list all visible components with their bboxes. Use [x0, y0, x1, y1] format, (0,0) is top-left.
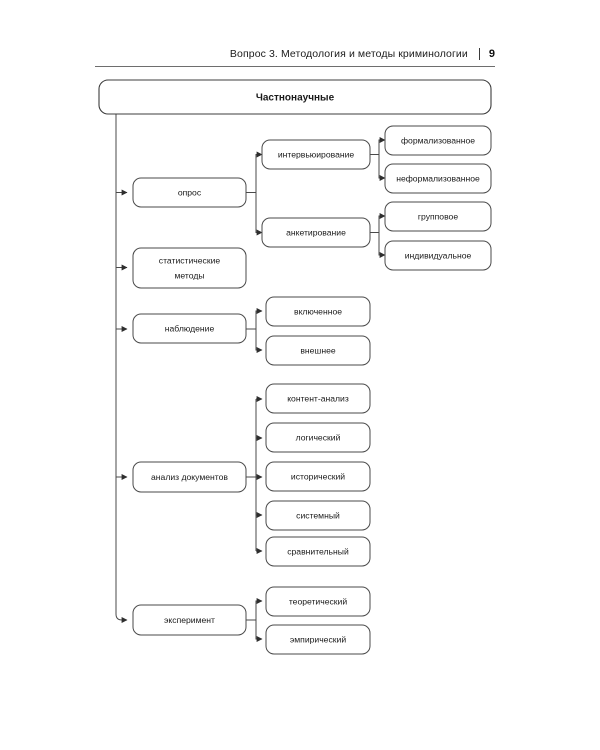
- node-gruppovoe[interactable]: групповое: [384, 201, 492, 232]
- node-individualnoe-label: индивидуальное: [405, 250, 472, 260]
- node-empiricheskiy-box[interactable]: [265, 624, 371, 655]
- node-root-label: Частнонаучные: [256, 93, 335, 104]
- node-analiz-dokumentov[interactable]: анализ документов: [132, 461, 247, 493]
- node-gruppovoe-label: групповое: [418, 211, 458, 221]
- node-teoreticheskiy[interactable]: теоретический: [265, 586, 371, 617]
- connector-interv-to-formal: [378, 137, 386, 155]
- connector-nabl-to-vkl: [255, 308, 263, 329]
- node-logicheskiy-box[interactable]: [265, 422, 371, 453]
- node-anketirovanie-label: анкетирование: [286, 227, 346, 237]
- node-eksperiment-box[interactable]: [132, 604, 247, 636]
- node-eksperiment-label: эксперимент: [164, 615, 215, 625]
- node-kontent-analiz-box[interactable]: [265, 383, 371, 414]
- node-neformalizovannoe[interactable]: неформализованное: [384, 163, 492, 194]
- node-neformalizovannoe-label: неформализованное: [396, 173, 480, 183]
- node-sistemnyy-box[interactable]: [265, 500, 371, 531]
- node-intervyuirovanie-box[interactable]: [261, 139, 371, 170]
- node-vklyuchennoe[interactable]: включенное: [265, 296, 371, 327]
- node-sravnitelnyy-label: сравнительный: [287, 546, 349, 556]
- node-statisticheskie-metody-label-line2: методы: [174, 270, 204, 280]
- node-eksperiment[interactable]: эксперимент: [132, 604, 247, 636]
- node-nablyudenie-box[interactable]: [132, 313, 247, 344]
- connector-opros-to-interv: [255, 151, 263, 193]
- node-root-box[interactable]: [98, 79, 492, 115]
- running-head-separator: [478, 48, 480, 60]
- connector-anket-to-indiv: [378, 232, 386, 258]
- connector-nabl-to-vnesh: [255, 329, 263, 353]
- node-vklyuchennoe-label: включенное: [294, 306, 342, 316]
- header-rule: [95, 66, 495, 67]
- node-sistemnyy-label: системный: [296, 510, 340, 520]
- running-head: Вопрос 3. Методология и методы криминоло…: [95, 44, 495, 64]
- node-intervyuirovanie-label: интервьюирование: [278, 149, 355, 159]
- node-kontent-analiz[interactable]: контент-анализ: [265, 383, 371, 414]
- node-istoricheskiy-box[interactable]: [265, 461, 371, 492]
- node-empiricheskiy[interactable]: эмпирический: [265, 624, 371, 655]
- node-vneshnee-box[interactable]: [265, 335, 371, 366]
- connector-opros-to-anket: [255, 192, 263, 236]
- connector-eksper-to-empir: [255, 620, 263, 642]
- node-analiz-dokumentov-label: анализ документов: [151, 472, 228, 482]
- node-vklyuchennoe-box[interactable]: [265, 296, 371, 327]
- node-intervyuirovanie[interactable]: интервьюирование: [261, 139, 371, 170]
- node-istoricheskiy[interactable]: исторический: [265, 461, 371, 492]
- node-opros-box[interactable]: [132, 177, 247, 208]
- node-analiz-dokumentov-box[interactable]: [132, 461, 247, 493]
- node-teoreticheskiy-box[interactable]: [265, 586, 371, 617]
- node-sravnitelnyy[interactable]: сравнительный: [265, 536, 371, 567]
- node-teoreticheskiy-label: теоретический: [289, 596, 348, 606]
- node-nablyudenie-label: наблюдение: [165, 323, 215, 333]
- connector-interv-to-neformal: [378, 154, 386, 181]
- node-formalizovannoe[interactable]: формализованное: [384, 125, 492, 156]
- node-anketirovanie[interactable]: анкетирование: [261, 217, 371, 248]
- node-vneshnee-label: внешнее: [300, 345, 336, 355]
- node-sravnitelnyy-box[interactable]: [265, 536, 371, 567]
- page-number: 9: [488, 48, 495, 60]
- node-logicheskiy-label: логический: [296, 432, 341, 442]
- node-neformalizovannoe-box[interactable]: [384, 163, 492, 194]
- node-opros-label: опрос: [178, 187, 202, 197]
- node-formalizovannoe-box[interactable]: [384, 125, 492, 156]
- node-vneshnee[interactable]: внешнее: [265, 335, 371, 366]
- node-individualnoe-box[interactable]: [384, 240, 492, 271]
- node-nablyudenie[interactable]: наблюдение: [132, 313, 247, 344]
- node-statisticheskie-metody-box[interactable]: [132, 247, 247, 289]
- connector-eksper-to-teor: [255, 598, 263, 620]
- node-kontent-analiz-label: контент-анализ: [287, 393, 349, 403]
- connector-root-spine: [115, 114, 128, 623]
- running-head-title: Вопрос 3. Методология и методы криминоло…: [229, 48, 468, 60]
- node-individualnoe[interactable]: индивидуальное: [384, 240, 492, 271]
- node-empiricheskiy-label: эмпирический: [290, 634, 346, 644]
- node-root[interactable]: Частнонаучные: [98, 79, 492, 115]
- node-istoricheskiy-label: исторический: [291, 471, 345, 481]
- connector-layer: [115, 114, 386, 642]
- node-gruppovoe-box[interactable]: [384, 201, 492, 232]
- node-sistemnyy[interactable]: системный: [265, 500, 371, 531]
- node-formalizovannoe-label: формализованное: [401, 135, 475, 145]
- node-statisticheskie-metody-label-line1: статистические: [159, 255, 221, 265]
- node-statisticheskie-metody[interactable]: статистические методы: [132, 247, 247, 289]
- connector-anket-to-grupp: [378, 213, 386, 233]
- node-anketirovanie-box[interactable]: [261, 217, 371, 248]
- node-opros[interactable]: опрос: [132, 177, 247, 208]
- node-logicheskiy[interactable]: логический: [265, 422, 371, 453]
